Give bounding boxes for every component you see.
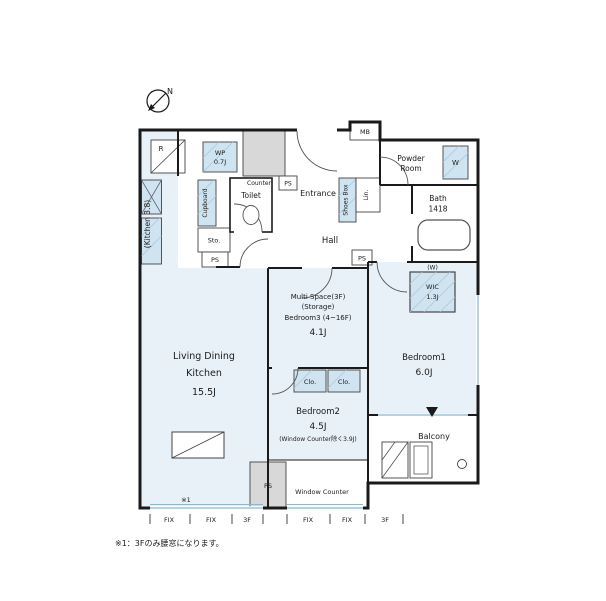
window-note-mark: ※1 bbox=[181, 496, 191, 504]
shoes-box-label: Shoes Box bbox=[343, 184, 350, 216]
bathtub bbox=[417, 219, 471, 251]
wic-size-label: 1.3J bbox=[426, 293, 438, 301]
multi-space-label-1: Multi Space(3F) bbox=[291, 293, 346, 301]
legend-fix-3: FIX bbox=[303, 516, 314, 524]
legend-3f-1: 3F bbox=[243, 516, 251, 524]
bath-size-label: 1418 bbox=[428, 205, 447, 214]
bedroom2-label: Bedroom2 bbox=[296, 407, 340, 417]
labels: (Kitchen 3.8) R WP 0.7J Counter PS Toile… bbox=[143, 128, 459, 504]
closet2-box bbox=[327, 369, 361, 393]
window-legend: FIX FIX 3F FIX FIX 3F bbox=[149, 514, 404, 524]
multi-space-size-label: 4.1J bbox=[310, 328, 327, 338]
entrance-door-arc bbox=[296, 130, 338, 172]
balcony-drain bbox=[457, 459, 467, 469]
window-counter-label: Window Counter bbox=[295, 488, 349, 496]
pipe-space-box-left bbox=[201, 251, 229, 268]
ldk-label-2: Kitchen bbox=[186, 368, 222, 379]
windows bbox=[150, 295, 480, 510]
washer-label: W bbox=[452, 159, 459, 167]
kitchen-label: (Kitchen 3.8) bbox=[143, 200, 152, 248]
stove-cross-lines bbox=[141, 179, 162, 215]
balcony-unit-box bbox=[409, 441, 433, 479]
closet1-box bbox=[293, 369, 327, 393]
pipe-space-box-hall bbox=[351, 249, 373, 266]
multi-space-label-2: (Storage) bbox=[302, 303, 335, 311]
walk-in-pantry-box bbox=[202, 141, 238, 173]
entry-direction-marker bbox=[426, 407, 438, 417]
wic-window-mark: (W) bbox=[427, 265, 438, 272]
wp-label: WP bbox=[215, 149, 225, 157]
storage-box bbox=[197, 227, 231, 253]
wp-size-label: 0.7J bbox=[214, 158, 226, 166]
entrance-label: Entrance bbox=[300, 189, 336, 198]
window-legend-ticks bbox=[149, 514, 404, 524]
compass-needle bbox=[152, 92, 167, 107]
multi-space-door-arc bbox=[301, 267, 333, 299]
ldk-label-1: Living Dining bbox=[173, 351, 235, 362]
legend-fix-4: FIX bbox=[342, 516, 353, 524]
powder-room-door-arc bbox=[379, 156, 409, 186]
bedroom2-size-label: 4.5J bbox=[310, 422, 327, 432]
meter-box-label: MB bbox=[360, 128, 370, 136]
multi-space-floor bbox=[268, 268, 368, 368]
bedroom1-door-arc bbox=[376, 261, 408, 293]
compass-arrowhead-icon bbox=[148, 104, 155, 111]
compass-label: N bbox=[167, 87, 173, 96]
balcony-label: Balcony bbox=[418, 432, 450, 441]
north-compass: N bbox=[146, 87, 173, 113]
ps-top-label: PS bbox=[284, 181, 292, 188]
ldk-table-diagonal bbox=[171, 431, 225, 459]
multi-space-label-3: Bedroom3 (4~16F) bbox=[284, 314, 351, 322]
wic-box bbox=[409, 271, 456, 313]
linen-box bbox=[355, 177, 381, 213]
pipe-space-box-top bbox=[278, 175, 298, 191]
hatch-lines bbox=[141, 141, 469, 389]
powder-room-label-1: Powder bbox=[397, 154, 425, 163]
toilet-label: Toilet bbox=[240, 191, 261, 200]
legend-3f-2: 3F bbox=[381, 516, 389, 524]
hall-label: Hall bbox=[322, 236, 338, 246]
ldk-door-arc bbox=[239, 238, 269, 268]
bath-label: Bath bbox=[429, 194, 447, 203]
refrigerator-diagonal bbox=[150, 139, 186, 174]
ldk-size-label: 15.5J bbox=[192, 387, 216, 398]
legend-fix-2: FIX bbox=[206, 516, 217, 524]
closet1-label: Clo. bbox=[304, 378, 316, 386]
refrigerator-label: R bbox=[159, 145, 164, 153]
bedroom2-note-label: (Window Counter除く3.9J) bbox=[279, 435, 357, 443]
toilet-bowl bbox=[242, 205, 260, 225]
ps-left-label: PS bbox=[211, 256, 219, 264]
powder-room-label-2: Room bbox=[400, 164, 421, 173]
ps-hall-label: PS bbox=[358, 255, 366, 263]
linen-label: Lin. bbox=[363, 190, 370, 201]
wic-label: WIC bbox=[426, 283, 439, 291]
bedroom1-label: Bedroom1 bbox=[402, 353, 446, 363]
counter-label: Counter bbox=[247, 180, 272, 187]
bedroom2-door-arc bbox=[271, 367, 299, 395]
ps-bottom-label: PS bbox=[264, 482, 272, 490]
cupboard-label: Cupboard bbox=[202, 188, 209, 217]
storage-label: Sto. bbox=[208, 237, 221, 245]
service-duct-box bbox=[242, 129, 286, 177]
footnote: ※1：3Fのみ腰窓になります。 bbox=[115, 538, 224, 548]
ldk-floor bbox=[140, 268, 268, 508]
legend-fix-1: FIX bbox=[164, 516, 175, 524]
bedroom1-size-label: 6.0J bbox=[416, 368, 433, 378]
closet2-label: Clo. bbox=[338, 378, 350, 386]
